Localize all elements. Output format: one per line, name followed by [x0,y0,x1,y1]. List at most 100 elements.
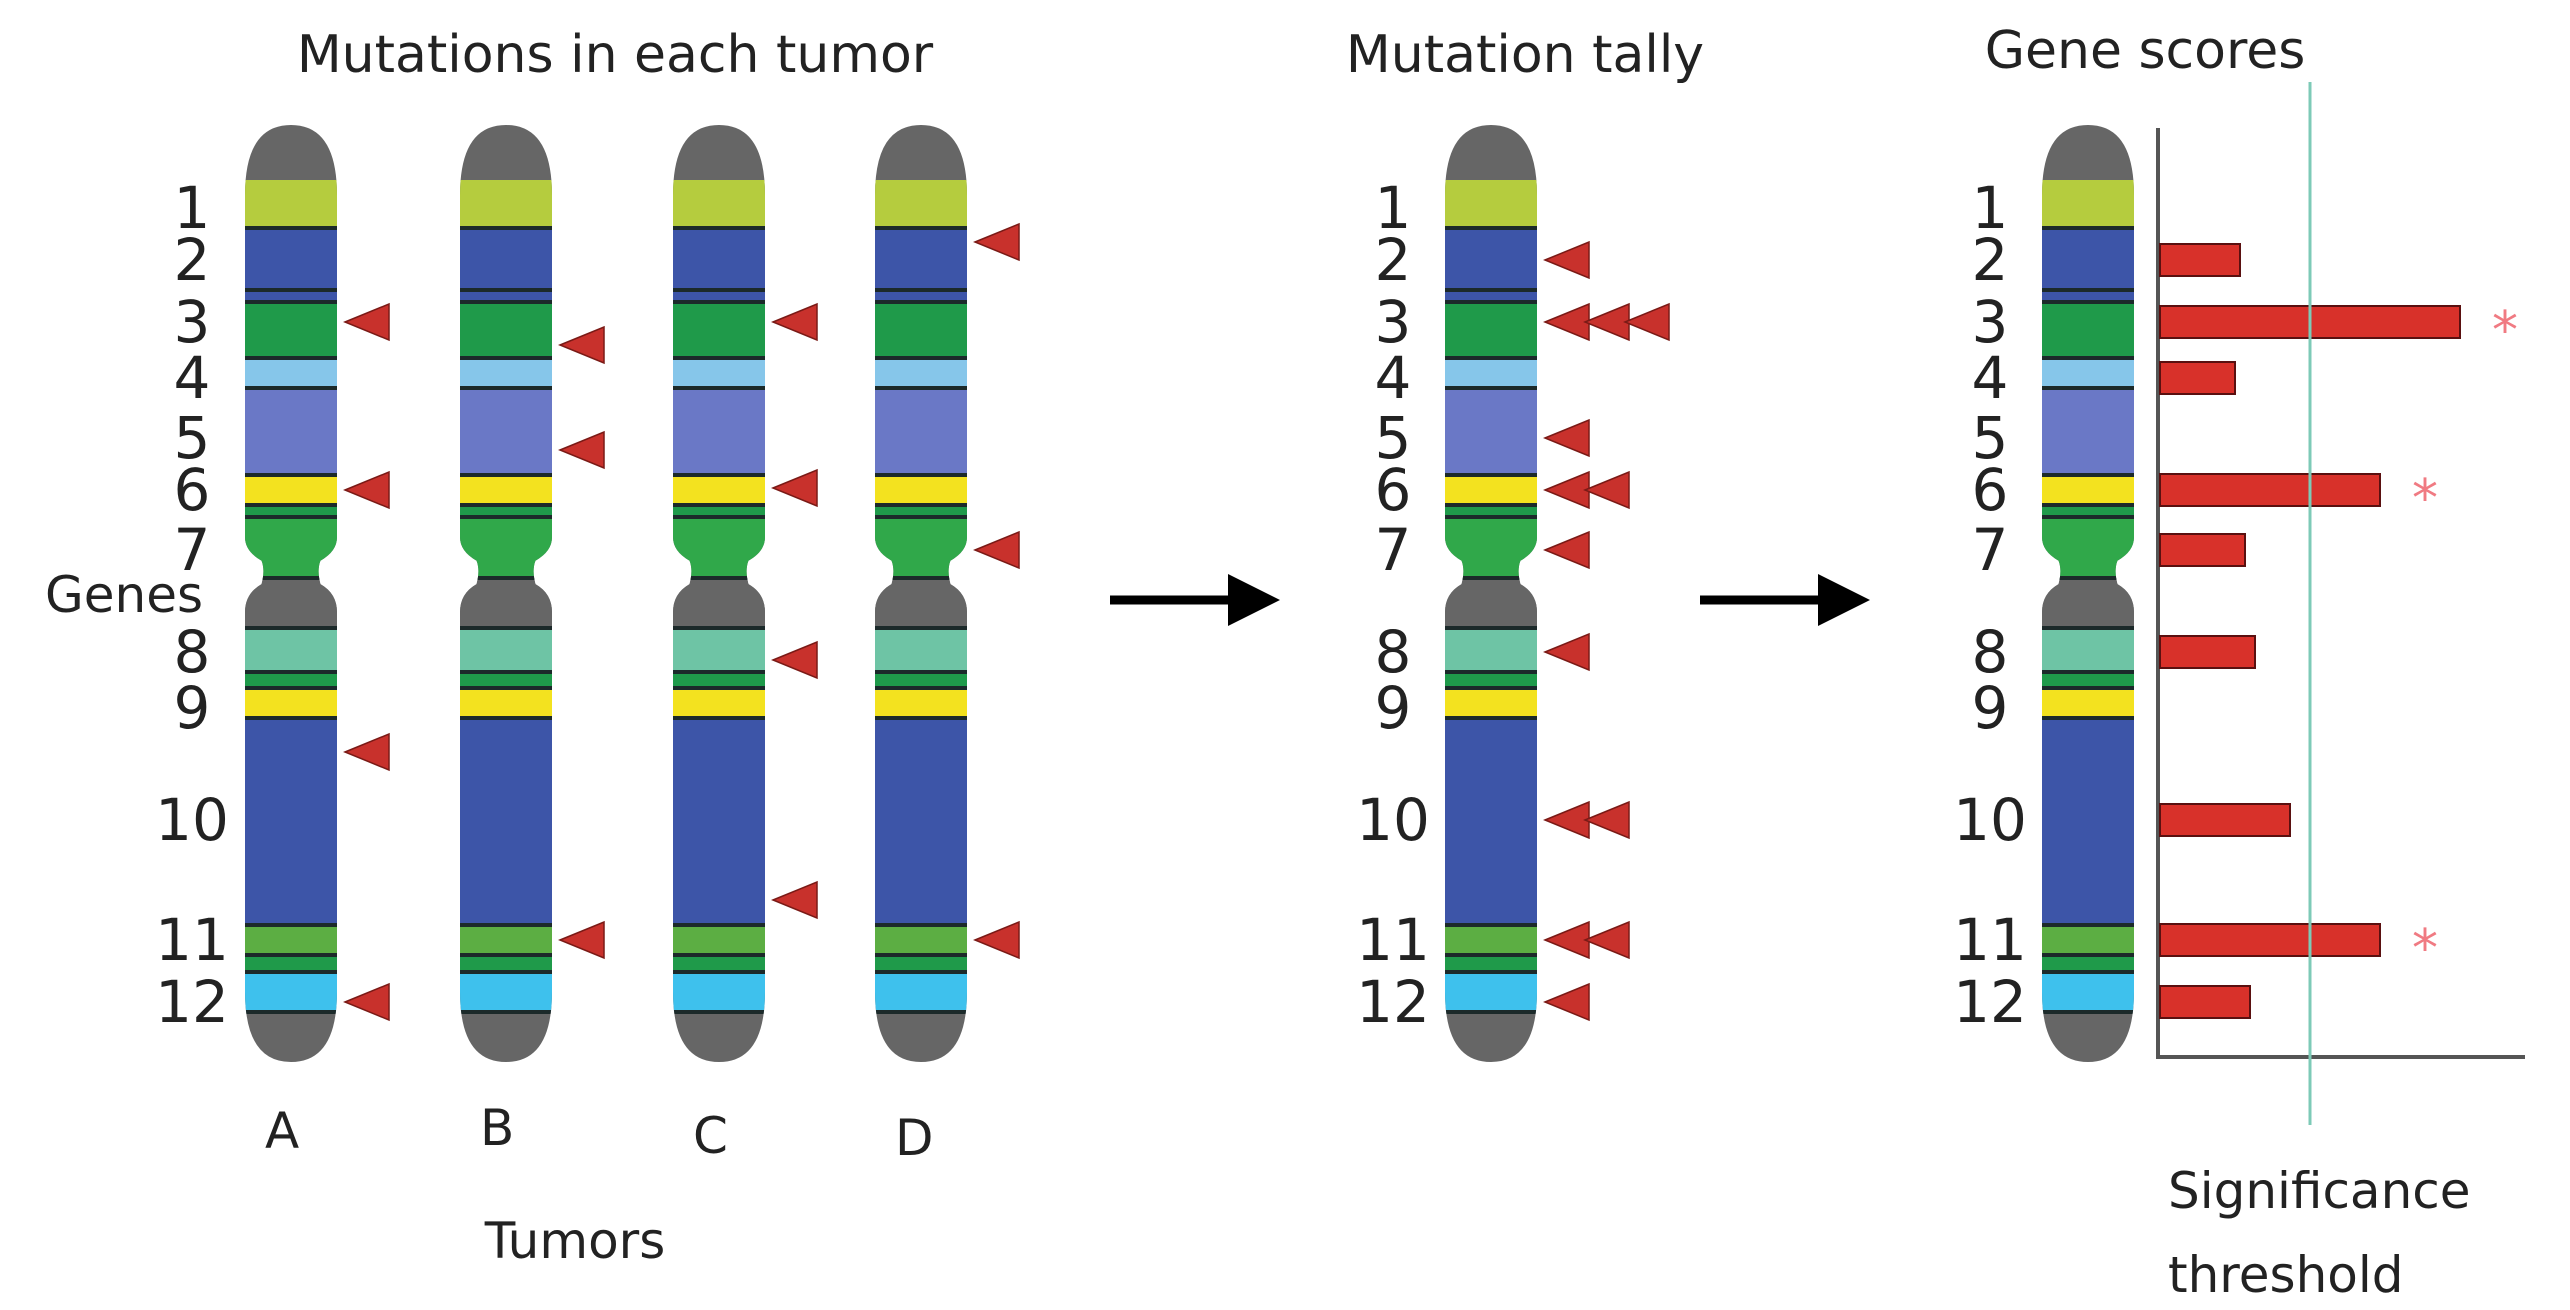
mutation-marker [1543,240,1590,280]
gene-number: 1 [1972,174,2009,242]
gene-number: 5 [1972,404,2009,472]
mutation-marker [1583,302,1630,342]
score-bar-gene-7 [2159,533,2246,567]
gene-number: 2 [1375,226,1412,294]
mutation-marker [771,880,818,920]
gene-number: 7 [174,516,211,584]
score-bar-gene-8 [2159,635,2256,669]
mutation-marker [1543,800,1590,840]
gene-score-chart: * * * [2156,82,2525,1125]
score-bar-gene-4 [2159,361,2236,395]
gene-number: 3 [1972,288,2009,356]
gene-number: 6 [174,456,211,524]
gene-number: 4 [1375,344,1412,412]
score-bar-gene-11 [2159,923,2381,957]
gene-number: 12 [1953,968,2027,1036]
gene-number: 1 [1375,174,1412,242]
mutations-title: Mutations in each tumor [297,25,934,85]
gene-number: 8 [1375,618,1412,686]
gene-number: 10 [155,786,229,854]
tumor-letter: D [895,1109,934,1167]
gene-number: 10 [1953,786,2027,854]
mutation-marker [771,640,818,680]
mutation-marker [343,732,390,772]
mutation-marker [1583,920,1630,960]
chromosome-tumor-d [875,125,967,1062]
gene-number: 8 [1972,618,2009,686]
mutation-marker [1543,470,1590,510]
mutation-marker [1623,302,1670,342]
gene-number: 12 [155,968,229,1036]
gene-number: 11 [1953,906,2027,974]
gene-number: 6 [1375,456,1412,524]
chromosome-tumor-a [245,125,337,1062]
genes-label: Genes [45,566,203,624]
score-bar-gene-2 [2159,243,2241,277]
significance-label-line1: Significance [2168,1162,2471,1220]
significance-asterisk: * [2492,301,2518,361]
mutation-marker [1543,920,1590,960]
gene-number: 4 [174,344,211,412]
gene-number: 4 [1972,344,2009,412]
gene-number: 8 [174,618,211,686]
flow-arrow-1 [1110,574,1280,626]
score-bar-gene-12 [2159,985,2251,1019]
mutation-marker [343,470,390,510]
tumor-letter: A [265,1102,299,1160]
mutation-marker [1583,800,1630,840]
mutation-marker [973,530,1020,570]
gene-number: 2 [174,226,211,294]
gene-number: 3 [1375,288,1412,356]
score-bar-gene-6 [2159,473,2381,507]
tally-title: Mutation tally [1346,25,1704,85]
mutation-marker [1543,418,1590,458]
mutation-marker [343,302,390,342]
mutation-marker [343,982,390,1022]
gene-number: 6 [1972,456,2009,524]
gene-number: 10 [1356,786,1430,854]
mutation-marker [1543,982,1590,1022]
gene-number: 9 [174,674,211,742]
mutation-marker [1543,302,1590,342]
gene-number: 3 [174,288,211,356]
mutation-marker [558,920,605,960]
gene-number: 12 [1356,968,1430,1036]
chromosome-scores [2042,125,2134,1062]
gene-number: 9 [1375,674,1412,742]
gene-number: 11 [155,906,229,974]
gene-number: 11 [1356,906,1430,974]
gene-number: 5 [174,404,211,472]
chromosome-tumor-c [673,125,765,1062]
significance-label-line2: threshold [2168,1246,2403,1304]
gene-number: 9 [1972,674,2009,742]
chromosome-tally [1445,125,1537,1062]
gene-number: 7 [1972,516,2009,584]
score-bar-gene-10 [2159,803,2291,837]
tumor-letter: B [480,1099,514,1157]
tumor-letter-row: A B C D [265,1099,934,1167]
mutation-marker [558,430,605,470]
tumor-letter: C [693,1107,728,1165]
mutation-marker-group [343,222,1670,1022]
mutation-marker [1543,530,1590,570]
mutation-marker [1583,470,1630,510]
tumors-label: Tumors [484,1212,666,1270]
gene-number: 5 [1375,404,1412,472]
mutation-marker [558,325,605,365]
mutation-marker [771,468,818,508]
mutation-marker [771,302,818,342]
mutation-marker [973,920,1020,960]
scores-title: Gene scores [1985,21,2306,81]
gene-number: 1 [174,174,211,242]
flow-arrow-2 [1700,574,1870,626]
mutation-marker [973,222,1020,262]
gene-number: 2 [1972,226,2009,294]
gene-number: 7 [1375,516,1412,584]
chromosome-tumor-b [460,125,552,1062]
significance-asterisk: * [2412,919,2438,979]
significance-asterisk: * [2412,469,2438,529]
